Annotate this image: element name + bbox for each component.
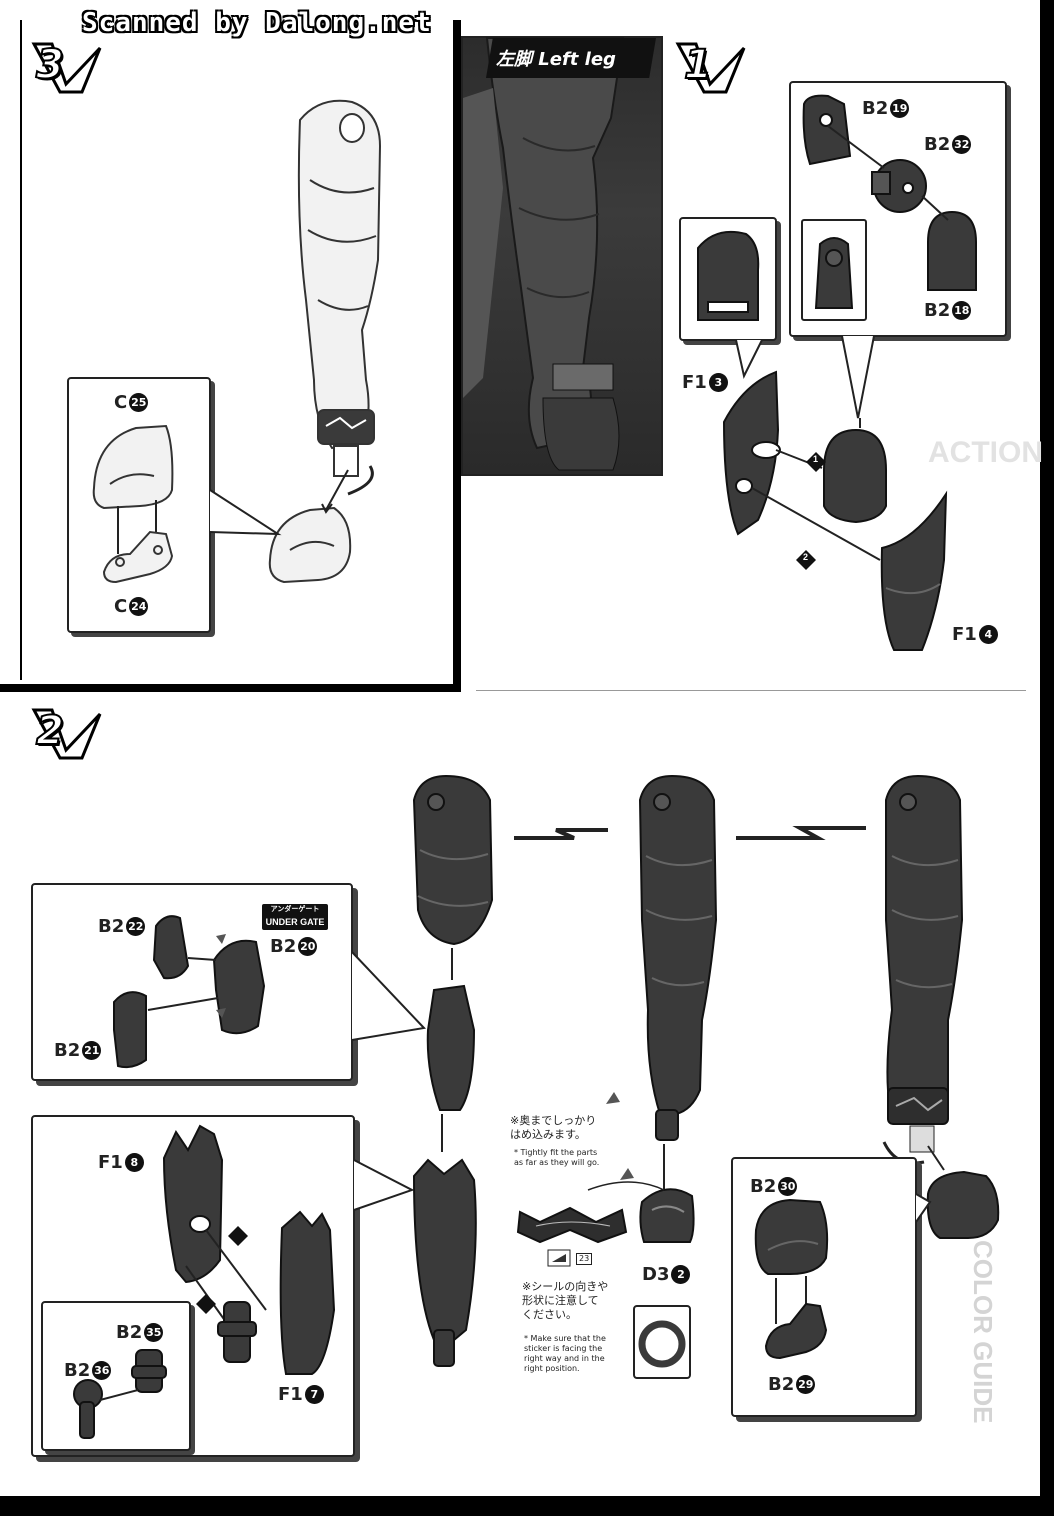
order-mark-1-icon — [806, 452, 826, 472]
sticker-note-jp: ※シールの向きや 形状に注意して ください。 — [522, 1280, 609, 1321]
foot-assembled-column3 — [926, 1170, 1000, 1239]
progress-arrow-icon — [736, 826, 866, 840]
part-b2-20 — [212, 939, 266, 1035]
calf-lower-column1 — [412, 1158, 477, 1367]
ankle-ball-b2-36 — [73, 1379, 103, 1439]
order-mark-2-text: 2 — [803, 552, 809, 562]
step-2-illustration — [31, 774, 1000, 1457]
step-2-number: 2 — [35, 707, 65, 755]
step-1-badge: 1 — [670, 40, 750, 96]
assembled-leg-light — [297, 99, 382, 477]
step-1-number: 1 — [683, 41, 713, 89]
step-3-illustration — [67, 99, 382, 633]
foot-shell-c25 — [92, 424, 174, 510]
knee-joint-b2-32 — [871, 159, 927, 213]
calf-shell-f1-7 — [279, 1210, 336, 1375]
thigh-shell-f1-3 — [722, 370, 781, 536]
ankle-pin-assembled — [217, 1301, 257, 1363]
ankle-joint-column1 — [426, 984, 476, 1111]
step-badge-swoosh-icon — [31, 42, 102, 94]
step-badge-swoosh-icon — [31, 708, 102, 760]
order-mark-2-icon — [796, 550, 816, 570]
step-2-badge: 2 — [26, 706, 106, 762]
tight-fit-note-jp: ※奥までしっかり はめ込みます。 — [510, 1114, 597, 1141]
foot-shell-b2-30 — [754, 1198, 829, 1275]
leg-photo-silhouette — [463, 37, 625, 471]
step-3-badge: 3 — [26, 40, 106, 96]
sticker-note-en: * Make sure that the sticker is facing t… — [524, 1334, 606, 1373]
under-gate-badge: アンダーゲート UNDER GATE — [262, 904, 328, 930]
leg-assembled-column2 — [638, 774, 718, 1141]
calf-shell-f1-8 — [162, 1124, 224, 1284]
part-b2-22 — [152, 915, 190, 980]
background-action-text: ACTION — [928, 436, 1043, 469]
under-gate-en: UNDER GATE — [265, 917, 325, 927]
foot-sole-c24 — [102, 530, 174, 584]
order-mark-2-icon — [228, 1226, 248, 1246]
order-mark-1-icon — [196, 1294, 216, 1314]
photo-title-tag: 左脚 Left leg — [486, 38, 656, 78]
frame-divider-vertical — [453, 20, 461, 692]
frame-bottom-border — [0, 1496, 1054, 1516]
frame-left-thin — [20, 20, 22, 680]
knee-shell-b2-19 — [802, 94, 852, 166]
knee-round-part — [823, 428, 887, 524]
order-mark-1-text: 1 — [813, 454, 819, 464]
foot-light — [268, 506, 352, 584]
callout-pointer — [841, 335, 875, 419]
frame-divider-horizontal — [0, 684, 461, 692]
scan-watermark: Scanned by Dalong.net — [82, 8, 432, 38]
under-gate-jp: アンダーゲート — [270, 906, 320, 913]
thigh-shell-f1-4 — [880, 490, 948, 651]
assembly-arrow — [325, 469, 349, 511]
frame-right-border — [1040, 0, 1054, 1516]
foot-sole-b2-29 — [764, 1302, 828, 1360]
callout-pointer — [209, 489, 282, 536]
thigh-detail — [697, 230, 760, 321]
step-1-illustration — [679, 81, 1007, 651]
step-3-number: 3 — [35, 41, 65, 89]
part-b2-21 — [113, 991, 147, 1069]
tight-fit-note-en: * Tightly fit the parts as far as they w… — [514, 1148, 600, 1167]
step1-thin-divider — [476, 690, 1026, 691]
knee-cap-b2-18 — [927, 210, 977, 291]
calf-upper-column1 — [412, 774, 494, 946]
sticker-number: 23 — [576, 1253, 593, 1265]
ankle-guard-d3-2 — [639, 1188, 695, 1243]
leg-assembled-column3 — [885, 774, 964, 1125]
sticker-23 — [516, 1206, 628, 1244]
step-badge-swoosh-icon — [675, 42, 746, 94]
rotate-arrow-icon — [347, 465, 374, 496]
left-leg-reference-photo — [461, 36, 663, 476]
ankle-pin-b2-35 — [131, 1349, 167, 1393]
progress-arrow-icon — [514, 828, 608, 840]
